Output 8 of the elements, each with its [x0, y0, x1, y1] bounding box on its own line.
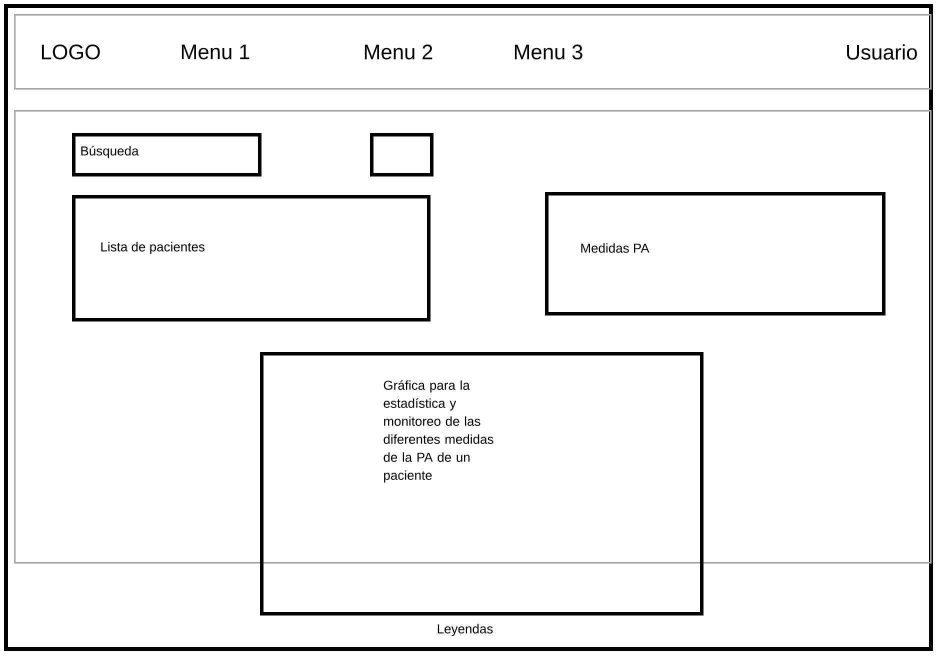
search-field: Búsqueda [72, 133, 262, 176]
content-panel [14, 110, 932, 564]
measures-panel: Medidas PA [545, 192, 886, 316]
header-bar: LOGO Menu 1 Menu 2 Menu 3 Usuario [14, 14, 932, 90]
chart-panel: Gráfica para la estadística y monitoreo de las diferentes medidas de la PA de un paciente [260, 352, 704, 616]
legend-caption: Leyendas [438, 624, 493, 636]
search-button [370, 133, 434, 176]
list-panel: Lista de pacientes [72, 195, 430, 322]
